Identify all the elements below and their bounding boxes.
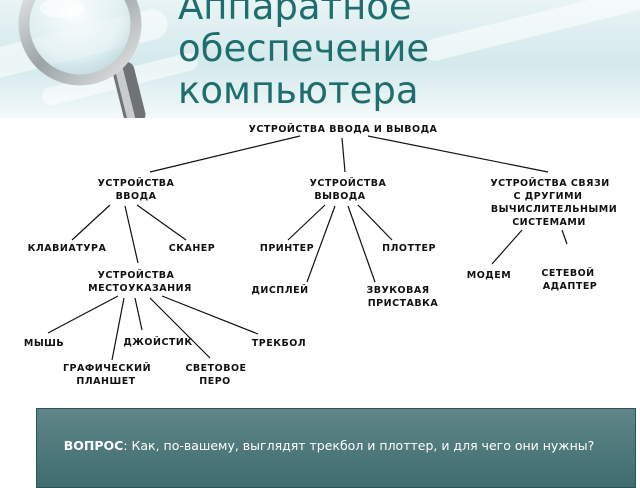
connector-line: [136, 204, 187, 241]
node-label: СИСТЕМАМИ: [512, 217, 586, 228]
node-input-devices: УСТРОЙСТВА ВВОДА: [98, 177, 175, 202]
page-title-line: обеспечение: [178, 27, 430, 70]
connector-line: [124, 205, 139, 264]
node-output-devices: УСТРОЙСТВА ВЫВОДА: [310, 177, 387, 202]
connector-line: [367, 135, 549, 173]
magnifying-glass-icon: [18, 0, 146, 118]
connector-line: [161, 295, 259, 335]
connector-line: [149, 297, 211, 359]
connector-line: [149, 135, 301, 173]
node-root: УСТРОЙСТВА ВВОДА И ВЫВОДА: [249, 123, 438, 135]
node-label: ПЛАНШЕТ: [76, 376, 135, 387]
connector-line: [491, 229, 523, 265]
node-label: ПРИСТАВКА: [368, 298, 439, 309]
node-label: УСТРОЙСТВА: [310, 177, 387, 189]
node-label: ПЕРО: [199, 376, 230, 387]
connector-line: [47, 295, 119, 334]
node-plotter: ПЛОТТЕР: [382, 243, 436, 254]
node-graphics-tablet: ГРАФИЧЕСКИЙ ПЛАНШЕТ: [63, 362, 151, 387]
question-body: : Как, по-вашему, выглядят трекбол и пло…: [123, 438, 595, 453]
node-label: ЗВУКОВАЯ: [366, 285, 429, 296]
connector-line: [341, 137, 346, 173]
connector-lines: [47, 135, 568, 361]
connector-line: [357, 204, 393, 241]
node-label: УСТРОЙСТВА СВЯЗИ: [490, 177, 609, 189]
node-mouse: МЫШЬ: [24, 338, 64, 349]
connector-line: [134, 297, 143, 331]
question-text: ВОПРОС: Как, по-вашему, выглядят трекбол…: [49, 431, 609, 461]
connector-line: [287, 204, 326, 241]
node-trackball: ТРЕКБОЛ: [252, 338, 306, 349]
node-label: СВЕТОВОЕ: [185, 363, 246, 374]
node-joystick: ДЖОЙСТИК: [123, 336, 192, 348]
node-label: ВВОДА: [116, 191, 157, 202]
node-label: УСТРОЙСТВА: [98, 269, 175, 281]
node-label: ВЫВОДА: [314, 191, 365, 202]
connector-line: [71, 204, 111, 241]
page-title: Аппаратное обеспечение компьютера: [178, 0, 429, 112]
node-communication-devices: УСТРОЙСТВА СВЯЗИ С ДРУГИМИ ВЫЧИСЛИТЕЛЬНЫ…: [490, 177, 617, 228]
connector-line: [347, 205, 376, 283]
node-label: УСТРОЙСТВА: [98, 177, 175, 189]
node-display: ДИСПЛЕЙ: [251, 284, 308, 296]
node-pointing-devices: УСТРОЙСТВА МЕСТОУКАЗАНИЯ: [88, 269, 192, 294]
title-banner: Аппаратное обеспечение компьютера: [0, 0, 640, 118]
node-label: АДАПТЕР: [543, 281, 598, 292]
device-hierarchy-diagram: УСТРОЙСТВА ВВОДА И ВЫВОДА УСТРОЙСТВА ВВО…: [24, 123, 617, 387]
connector-line: [561, 229, 568, 245]
node-label: ГРАФИЧЕСКИЙ: [63, 362, 151, 374]
node-label: ВЫЧИСЛИТЕЛЬНЫМИ: [491, 204, 617, 215]
node-modem: МОДЕМ: [467, 270, 511, 281]
connector-line: [111, 297, 125, 361]
page-title-line: компьютера: [178, 69, 419, 112]
node-label: МЕСТОУКАЗАНИЯ: [88, 283, 192, 294]
node-light-pen: СВЕТОВОЕ ПЕРО: [185, 363, 246, 387]
node-network-adapter: СЕТЕВОЙ АДАПТЕР: [541, 267, 598, 292]
question-box: ВОПРОС: Как, по-вашему, выглядят трекбол…: [36, 408, 636, 488]
question-label: ВОПРОС: [63, 438, 124, 453]
node-sound-card: ЗВУКОВАЯ ПРИСТАВКА: [366, 285, 439, 309]
node-label: СЕТЕВОЙ: [541, 267, 594, 279]
node-keyboard: КЛАВИАТУРА: [28, 243, 107, 254]
node-scanner: СКАНЕР: [169, 243, 216, 254]
connector-line: [306, 205, 336, 283]
node-label: С ДРУГИМИ: [514, 191, 583, 202]
page-title-line: Аппаратное: [178, 0, 412, 28]
node-printer: ПРИНТЕР: [260, 243, 314, 254]
